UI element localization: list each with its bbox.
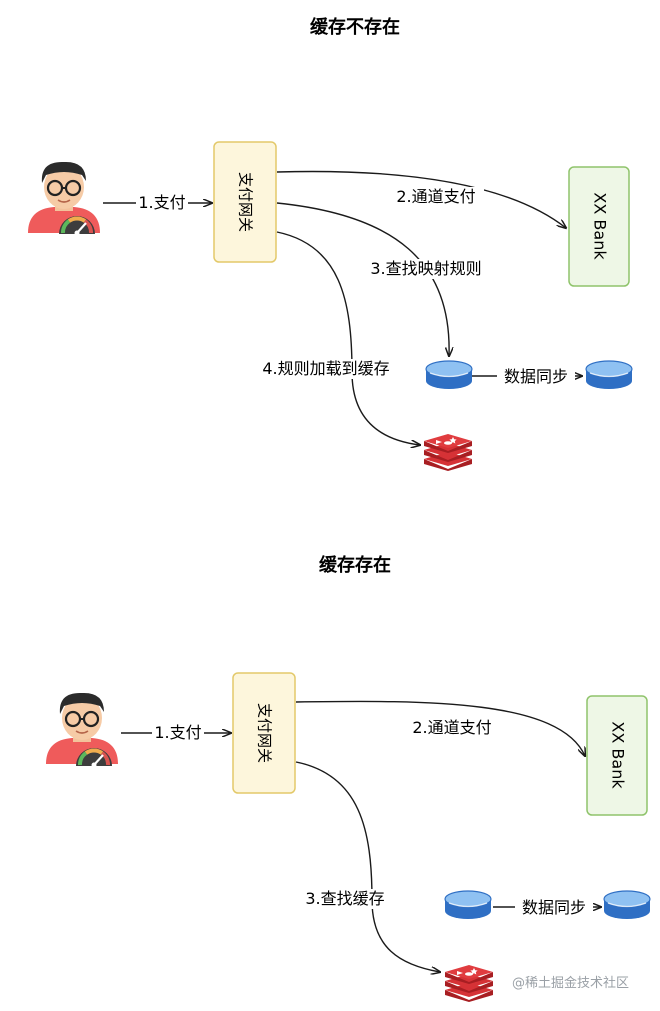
step-channel-label: 2.通道支付 <box>412 718 491 737</box>
payment-gateway-box <box>213 141 277 263</box>
payment-gateway-label: 支付网关 <box>237 172 255 232</box>
step-pay-label: 1.支付 <box>154 723 201 742</box>
database-replica-icon <box>603 890 651 920</box>
section-cache-miss: 缓存不存在 支付网关 XX Bank 1.支付 2.通道支付 3.查找映射规则 … <box>26 16 633 471</box>
arrow-channel-pay <box>295 700 585 756</box>
data-sync-label: 数据同步 <box>504 367 568 386</box>
arrow-lookup-rules <box>276 202 449 356</box>
redis-icon <box>445 965 493 1002</box>
database-icon <box>425 360 473 390</box>
payment-gateway-box <box>232 672 296 794</box>
step-channel-label: 2.通道支付 <box>396 187 475 206</box>
payment-gateway-label: 支付网关 <box>256 703 274 763</box>
section-title: 缓存存在 <box>319 554 391 576</box>
arrow-channel-pay <box>276 170 566 228</box>
database-replica-icon <box>585 360 633 390</box>
step-load-label: 4.规则加载到缓存 <box>262 359 389 378</box>
database-icon <box>444 890 492 920</box>
bank-box <box>586 695 648 816</box>
arrow-lookup-cache <box>295 761 440 972</box>
step-pay-label: 1.支付 <box>138 193 185 212</box>
bank-label: XX Bank <box>591 192 610 260</box>
bank-box <box>568 166 630 287</box>
step-lookup-label: 3.查找缓存 <box>305 889 384 908</box>
redis-icon <box>424 434 472 471</box>
step-lookup-label: 3.查找映射规则 <box>370 259 481 278</box>
watermark: @稀土掘金技术社区 <box>512 975 629 991</box>
data-sync-label: 数据同步 <box>522 898 586 917</box>
section-title: 缓存不存在 <box>310 16 400 38</box>
bank-label: XX Bank <box>609 721 628 789</box>
section-cache-hit: 缓存存在 支付网关 XX Bank 1.支付 2.通道支付 3.查找缓存 数据同… <box>44 554 651 1002</box>
